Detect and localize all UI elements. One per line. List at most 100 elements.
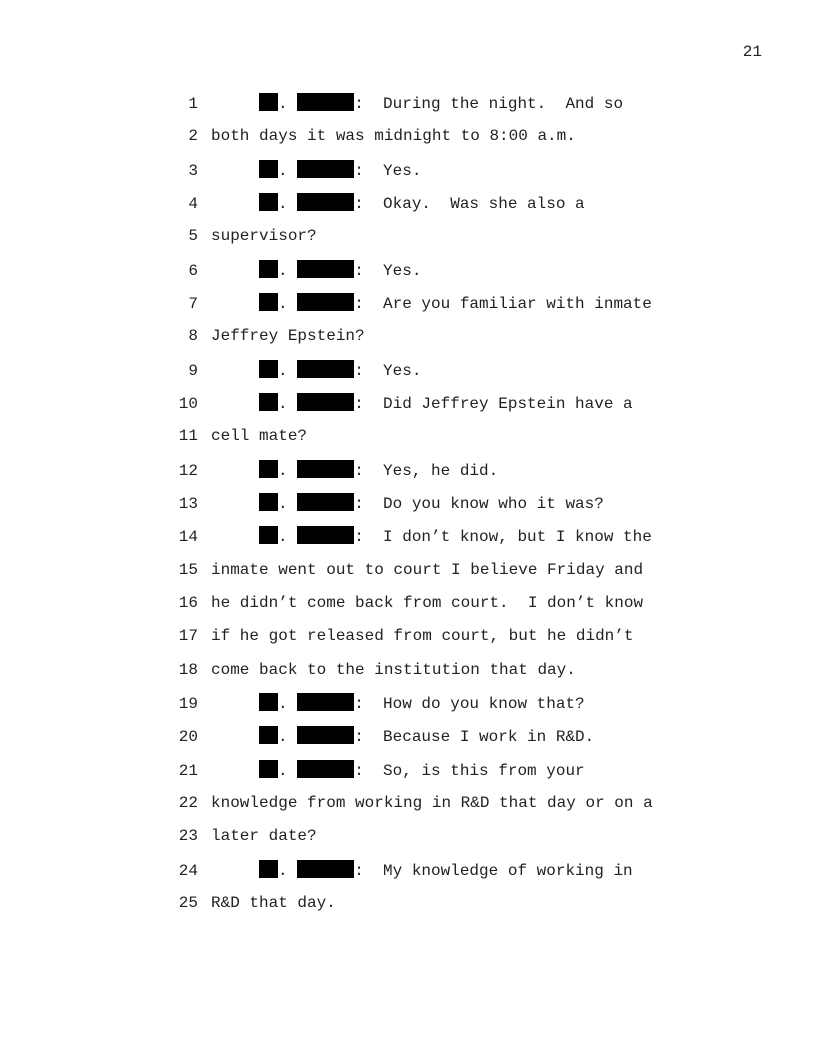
continuation-text: come back to the institution that day. — [211, 660, 576, 679]
transcript-line: 14. : I don’t know, but I know the — [150, 526, 652, 546]
redaction-box-name — [297, 726, 355, 745]
speaker-text: During the night. And so — [383, 95, 624, 113]
transcript-line: 21. : So, is this from your — [150, 759, 585, 780]
redaction-box-title — [259, 692, 278, 711]
line-number: 25 — [178, 893, 198, 912]
transcript-line: 19. : How do you know that? — [150, 692, 585, 713]
transcript-line: 24. : My knowledge of working in — [150, 859, 633, 880]
transcript-line: 23 later date? — [150, 826, 317, 846]
line-number: 4 — [188, 194, 198, 213]
line-number: 3 — [188, 161, 198, 180]
line-number: 24 — [178, 861, 198, 880]
continuation-text: cell mate? — [211, 427, 308, 446]
transcript-line: 9. : Yes. — [150, 359, 422, 380]
redaction-box-title — [259, 859, 278, 878]
transcript-line: 10. : Did Jeffrey Epstein have a — [150, 392, 633, 413]
redaction-box-name — [297, 292, 355, 311]
redaction-box-name — [297, 159, 355, 178]
continuation-text: he didn’t come back from court. I don’t … — [211, 593, 644, 612]
redaction-box-title — [259, 526, 278, 545]
transcript-line: 7. : Are you familiar with inmate — [150, 292, 652, 313]
speaker-text: Okay. Was she also a — [383, 194, 585, 213]
transcript-line: 20. : Because I work in R&D. — [150, 726, 594, 746]
line-number: 10 — [178, 394, 198, 413]
line-number: 20 — [178, 728, 198, 747]
transcript-line: 1. : During the night. And so — [150, 93, 623, 113]
redaction-box-name — [297, 93, 355, 111]
speaker-text: I don’t know, but I know the — [383, 528, 652, 547]
redaction-box-title — [259, 93, 278, 111]
transcript-line: 25 R&D that day. — [150, 893, 336, 913]
speaker-text: Are you familiar with inmate — [383, 294, 652, 313]
redaction-box-name — [297, 859, 355, 878]
redaction-box-title — [259, 359, 278, 378]
transcript-line: 15 inmate went out to court I believe Fri… — [150, 560, 643, 580]
redaction-box-name — [297, 392, 355, 411]
redaction-box-name — [297, 192, 355, 211]
speaker-text: Yes. — [383, 161, 422, 180]
redaction-box-name — [297, 259, 355, 278]
transcript-line: 12. : Yes, he did. — [150, 459, 499, 480]
redaction-box-title — [259, 292, 278, 311]
line-number: 23 — [178, 827, 198, 846]
redaction-box-name — [297, 692, 355, 711]
line-number: 8 — [188, 327, 198, 346]
redaction-box-name — [297, 492, 355, 511]
transcript-line: 16 he didn’t come back from court. I don’… — [150, 593, 643, 613]
line-number: 12 — [178, 461, 198, 480]
line-number: 14 — [178, 528, 198, 547]
speaker-text: Do you know who it was? — [383, 494, 604, 513]
continuation-text: inmate went out to court I believe Frida… — [211, 560, 644, 579]
line-number: 16 — [178, 593, 198, 612]
transcript-line: 5 supervisor? — [150, 226, 317, 246]
redaction-box-title — [259, 259, 278, 278]
line-number: 9 — [188, 361, 198, 380]
line-number: 15 — [178, 560, 198, 579]
continuation-text: Jeffrey Epstein? — [211, 327, 365, 346]
redaction-box-title — [259, 726, 278, 745]
transcript-line: 22 knowledge from working in R&D that day… — [150, 793, 653, 813]
redaction-box-name — [297, 459, 355, 478]
redaction-box-title — [259, 192, 278, 211]
line-number: 13 — [178, 494, 198, 513]
continuation-text: knowledge from working in R&D that day o… — [211, 793, 653, 812]
transcript-line: 4. : Okay. Was she also a — [150, 192, 585, 213]
continuation-text: supervisor? — [211, 227, 317, 246]
redaction-box-title — [259, 492, 278, 511]
speaker-text: So, is this from your — [383, 761, 585, 780]
transcript-line: 6. : Yes. — [150, 259, 421, 280]
page-number: 21 — [742, 43, 762, 61]
line-number: 18 — [178, 660, 198, 679]
line-number: 2 — [188, 127, 198, 146]
line-number: 11 — [178, 427, 198, 446]
transcript-line: 13. : Do you know who it was? — [150, 492, 604, 513]
speaker-text: Because I work in R&D. — [383, 728, 595, 747]
line-number: 22 — [178, 793, 198, 812]
line-number: 5 — [188, 227, 198, 246]
redaction-box-title — [259, 759, 278, 778]
continuation-text: if he got released from court, but he di… — [211, 627, 634, 646]
transcript-line: 17 if he got released from court, but he … — [150, 626, 634, 646]
transcript-line: 3. : Yes. — [150, 159, 422, 180]
line-number: 1 — [188, 95, 198, 113]
line-number: 7 — [188, 294, 198, 313]
speaker-text: Yes. — [383, 361, 422, 380]
speaker-text: My knowledge of working in — [383, 861, 633, 880]
transcript-line: 8 Jeffrey Epstein? — [150, 326, 365, 346]
redaction-box-title — [259, 392, 278, 411]
transcript-line: 11 cell mate? — [150, 426, 307, 446]
continuation-text: later date? — [211, 827, 317, 846]
redaction-box-name — [297, 759, 355, 778]
transcript-line: 18 come back to the institution that day. — [150, 660, 576, 680]
speaker-text: How do you know that? — [383, 694, 585, 713]
line-number: 21 — [178, 761, 198, 780]
redaction-box-name — [297, 359, 355, 378]
line-number: 19 — [178, 694, 198, 713]
redaction-box-title — [259, 459, 278, 478]
redaction-box-name — [297, 526, 355, 545]
speaker-text: Did Jeffrey Epstein have a — [383, 394, 633, 413]
line-number: 17 — [178, 627, 198, 646]
speaker-text: Yes, he did. — [383, 461, 499, 480]
continuation-text: R&D that day. — [211, 893, 336, 912]
